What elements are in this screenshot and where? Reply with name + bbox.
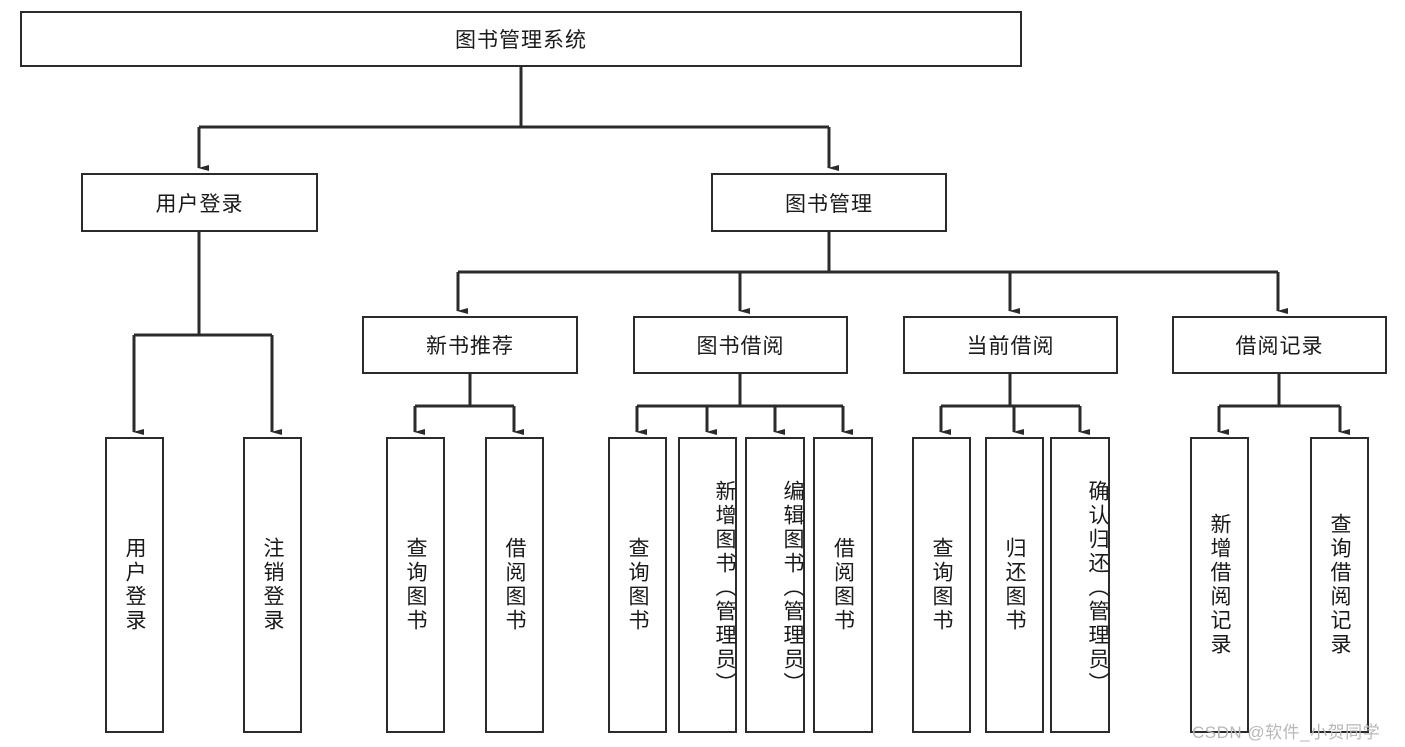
node-leaf-user-login[interactable]: 用户登录 — [105, 437, 164, 733]
node-current-borrow[interactable]: 当前借阅 — [903, 316, 1118, 374]
node-label: 编辑图书（管理员） — [781, 480, 804, 696]
node-leaf-logout[interactable]: 注销登录 — [243, 437, 302, 733]
node-label: 注销登录 — [261, 537, 284, 633]
node-label: 查询借阅记录 — [1328, 513, 1351, 657]
node-leaf-confirm-return[interactable]: 确认归还（管理员） — [1050, 437, 1110, 733]
node-leaf-borrow-book-2[interactable]: 借阅图书 — [813, 437, 873, 733]
node-label: 查询图书 — [404, 537, 427, 633]
node-leaf-add-book[interactable]: 新增图书（管理员） — [678, 437, 737, 733]
node-label: 查询图书 — [930, 537, 953, 633]
node-label: 图书借阅 — [696, 335, 785, 358]
node-borrow-record[interactable]: 借阅记录 — [1172, 316, 1387, 374]
node-label: 新增图书（管理员） — [713, 480, 736, 696]
node-label: 归还图书 — [1003, 537, 1026, 633]
node-book-borrow[interactable]: 图书借阅 — [633, 316, 848, 374]
node-leaf-borrow-book-1[interactable]: 借阅图书 — [485, 437, 544, 733]
node-label: 查询图书 — [626, 537, 649, 633]
node-user-login[interactable]: 用户登录 — [81, 173, 318, 232]
node-leaf-query-book-1[interactable]: 查询图书 — [386, 437, 445, 733]
node-label: 图书管理 — [785, 192, 873, 216]
node-label: 确认归还（管理员） — [1086, 480, 1109, 696]
node-leaf-edit-book[interactable]: 编辑图书（管理员） — [745, 437, 805, 733]
node-new-book-recommend[interactable]: 新书推荐 — [362, 316, 578, 374]
node-label: 借阅图书 — [831, 537, 855, 633]
node-label: 当前借阅 — [966, 335, 1055, 358]
node-leaf-query-book-2[interactable]: 查询图书 — [608, 437, 667, 733]
node-leaf-add-record[interactable]: 新增借阅记录 — [1190, 437, 1249, 733]
node-leaf-query-record[interactable]: 查询借阅记录 — [1310, 437, 1369, 733]
node-label: 借阅记录 — [1235, 335, 1324, 358]
node-label: 用户登录 — [123, 537, 146, 633]
node-label: 图书管理系统 — [455, 29, 587, 52]
node-label: 借阅图书 — [503, 537, 526, 633]
node-book-management[interactable]: 图书管理 — [711, 173, 947, 232]
node-leaf-query-book-3[interactable]: 查询图书 — [912, 437, 971, 733]
node-leaf-return-book[interactable]: 归还图书 — [985, 437, 1044, 733]
node-label: 用户登录 — [155, 192, 244, 216]
node-system-title[interactable]: 图书管理系统 — [20, 11, 1022, 67]
node-label: 新增借阅记录 — [1208, 513, 1231, 657]
node-label: 新书推荐 — [426, 335, 514, 358]
